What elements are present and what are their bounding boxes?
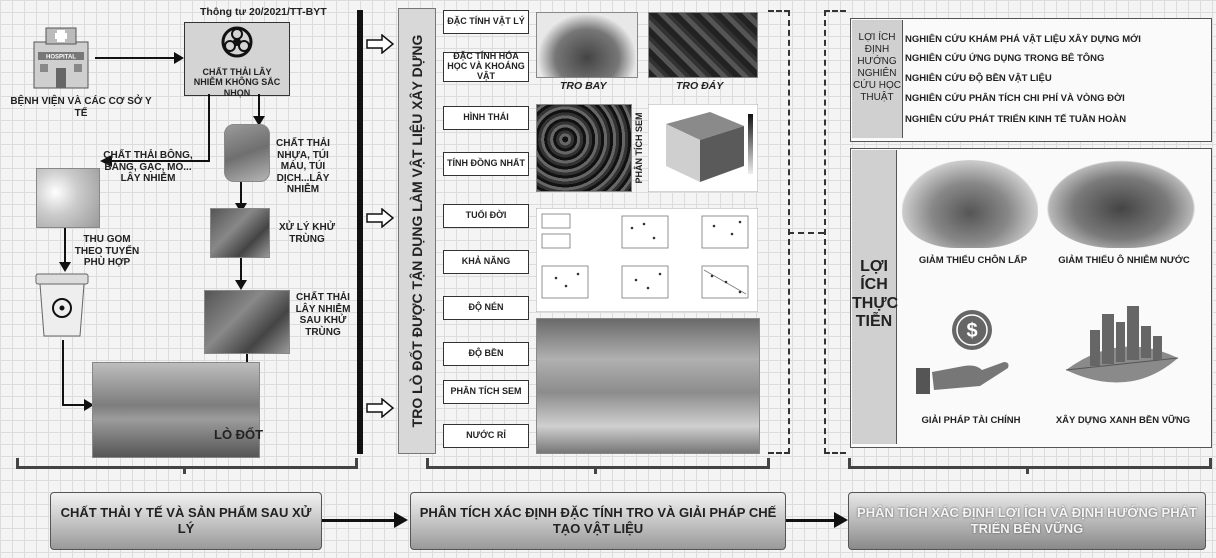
- academic-item: NGHIÊN CỨU ỨNG DỤNG TRONG BÊ TÔNG: [905, 53, 1105, 64]
- property-scatter-plots: [536, 208, 758, 312]
- arrow-right-icon: [366, 398, 394, 418]
- city-leaf-icon: [1065, 306, 1179, 383]
- academic-item: NGHIÊN CỨU KHÁM PHÁ VẬT LIỆU XÂY DỰNG MỚ…: [905, 34, 1141, 45]
- brace-step2: [426, 458, 770, 469]
- property-box: KHẢ NĂNG: [443, 250, 529, 274]
- practical-title: LỢI ÍCH THỰC TIỄN: [852, 258, 899, 331]
- plastic-waste-label: CHẤT THẢI NHỰA, TÚI MÁU, TÚI DỊCH...LÂY …: [276, 138, 330, 195]
- property-box: ĐẶC TÍNH HÓA HỌC VÀ KHOÁNG VẬT: [443, 51, 529, 82]
- property-box: ĐỘ BỀN: [443, 342, 529, 366]
- property-box: HÌNH THÁI: [443, 106, 529, 130]
- vertical-title: TRO LÒ ĐỐT ĐƯỢC TẬN DỤNG LÀM VẬT LIỆU XÂ…: [409, 34, 425, 428]
- collect-label: THU GOM THEO TUYẾN PHÙ HỢP: [74, 234, 140, 268]
- sem-label: PHÂN TÍCH SEM: [634, 112, 644, 184]
- biohazard-bin-icon: [35, 273, 89, 337]
- fly-ash-photo: [536, 12, 638, 78]
- brace-step1: [16, 458, 358, 469]
- property-box: ĐỘ NÉN: [443, 296, 529, 320]
- arrow-right-icon: [366, 34, 394, 54]
- sterilize-photo: [210, 208, 270, 258]
- practical-item: XÂY DỰNG XANH BỀN VỮNG: [1055, 415, 1191, 426]
- regulation-label: Thông tư 20/2021/TT-BYT: [200, 6, 327, 18]
- academic-title: LỢI ÍCH ĐỊNH HƯỚNG NGHIÊN CỨU HỌC THUẬT: [853, 32, 901, 103]
- post-sterile-label: CHẤT THẢI LÂY NHIỄM SAU KHỬ TRÙNG: [295, 292, 351, 338]
- arrow-right-icon: [366, 208, 394, 228]
- post-sterile-photo: [204, 290, 290, 354]
- cotton-waste-label: CHẤT THẢI BÔNG, BĂNG, GẠC, MÓ... LÂY NHI…: [103, 150, 193, 184]
- hospital-icon: HOSPITAL: [33, 27, 89, 89]
- water-pollution-photo: [1046, 160, 1196, 248]
- academic-item: NGHIÊN CỨU PHÁT TRIỂN KINH TẾ TUẦN HOÀN: [905, 114, 1127, 125]
- sem-3d-plot: [648, 104, 758, 192]
- footer-step1: CHẤT THẢI Y TẾ VÀ SẢN PHẨM SAU XỬ LÝ: [50, 492, 322, 550]
- infectious-waste-box: CHẤT THẢI LÂY NHIỄM KHÔNG SẮC NHỌN: [184, 22, 290, 98]
- bottom-ash-label: TRO ĐÁY: [676, 80, 724, 92]
- property-box: NƯỚC RỈ: [443, 424, 529, 448]
- svg-text:$: $: [966, 320, 977, 342]
- property-box: PHÂN TÍCH SEM: [443, 380, 529, 404]
- practical-item: GIẢM THIỂU CHÔN LẤP: [918, 255, 1028, 266]
- biohazard-icon: [221, 26, 253, 58]
- footer-step2: PHÂN TÍCH XÁC ĐỊNH ĐẶC TÍNH TRO VÀ GIẢI …: [410, 492, 786, 550]
- hospital-label: BỆNH VIỆN VÀ CÁC CƠ SỞ Y TẾ: [10, 96, 152, 119]
- incinerator-photo: [92, 362, 260, 458]
- separator-bar: [357, 10, 363, 454]
- practical-item: GIẢI PHÁP TÀI CHÍNH: [921, 415, 1021, 426]
- footer-step3: PHÂN TÍCH XÁC ĐỊNH LỢI ÍCH VÀ ĐỊNH HƯỚNG…: [848, 492, 1206, 550]
- academic-item: NGHIÊN CỨU ĐỘ BỀN VẬT LIỆU: [905, 73, 1052, 84]
- brace-step3: [848, 458, 1212, 469]
- infectious-waste-label: CHẤT THẢI LÂY NHIỄM KHÔNG SẮC NHỌN: [193, 67, 281, 98]
- sem-image: [536, 104, 632, 192]
- plant-photo: [536, 318, 760, 454]
- landfill-photo: [902, 160, 1038, 248]
- fly-ash-label: TRO BAY: [560, 80, 607, 92]
- incinerator-label: LÒ ĐỐT: [214, 427, 264, 442]
- vertical-title-bar: TRO LÒ ĐỐT ĐƯỢC TẬN DỤNG LÀM VẬT LIỆU XÂ…: [398, 8, 436, 454]
- hospital-sign-text: HOSPITAL: [46, 55, 76, 61]
- cotton-waste-photo: [36, 168, 100, 228]
- property-box: ĐẶC TÍNH VẬT LÝ: [443, 10, 529, 34]
- academic-item: NGHIÊN CỨU PHÂN TÍCH CHI PHÍ VÀ VÒNG ĐỜI: [905, 93, 1125, 104]
- academic-benefits-box: [850, 18, 1212, 142]
- sterilize-label: XỬ LÝ KHỬ TRÙNG: [278, 222, 336, 245]
- plastic-waste-photo: [224, 124, 270, 182]
- dollar-icon: $: [916, 310, 1009, 394]
- property-box: TÍNH ĐỒNG NHẤT: [443, 152, 529, 176]
- practical-item: GIẢM THIỂU Ô NHIỄM NƯỚC: [1058, 255, 1190, 266]
- bottom-ash-photo: [648, 12, 758, 78]
- hand-icon: [916, 362, 1009, 394]
- property-box: TUỔI ĐỜI: [443, 204, 529, 228]
